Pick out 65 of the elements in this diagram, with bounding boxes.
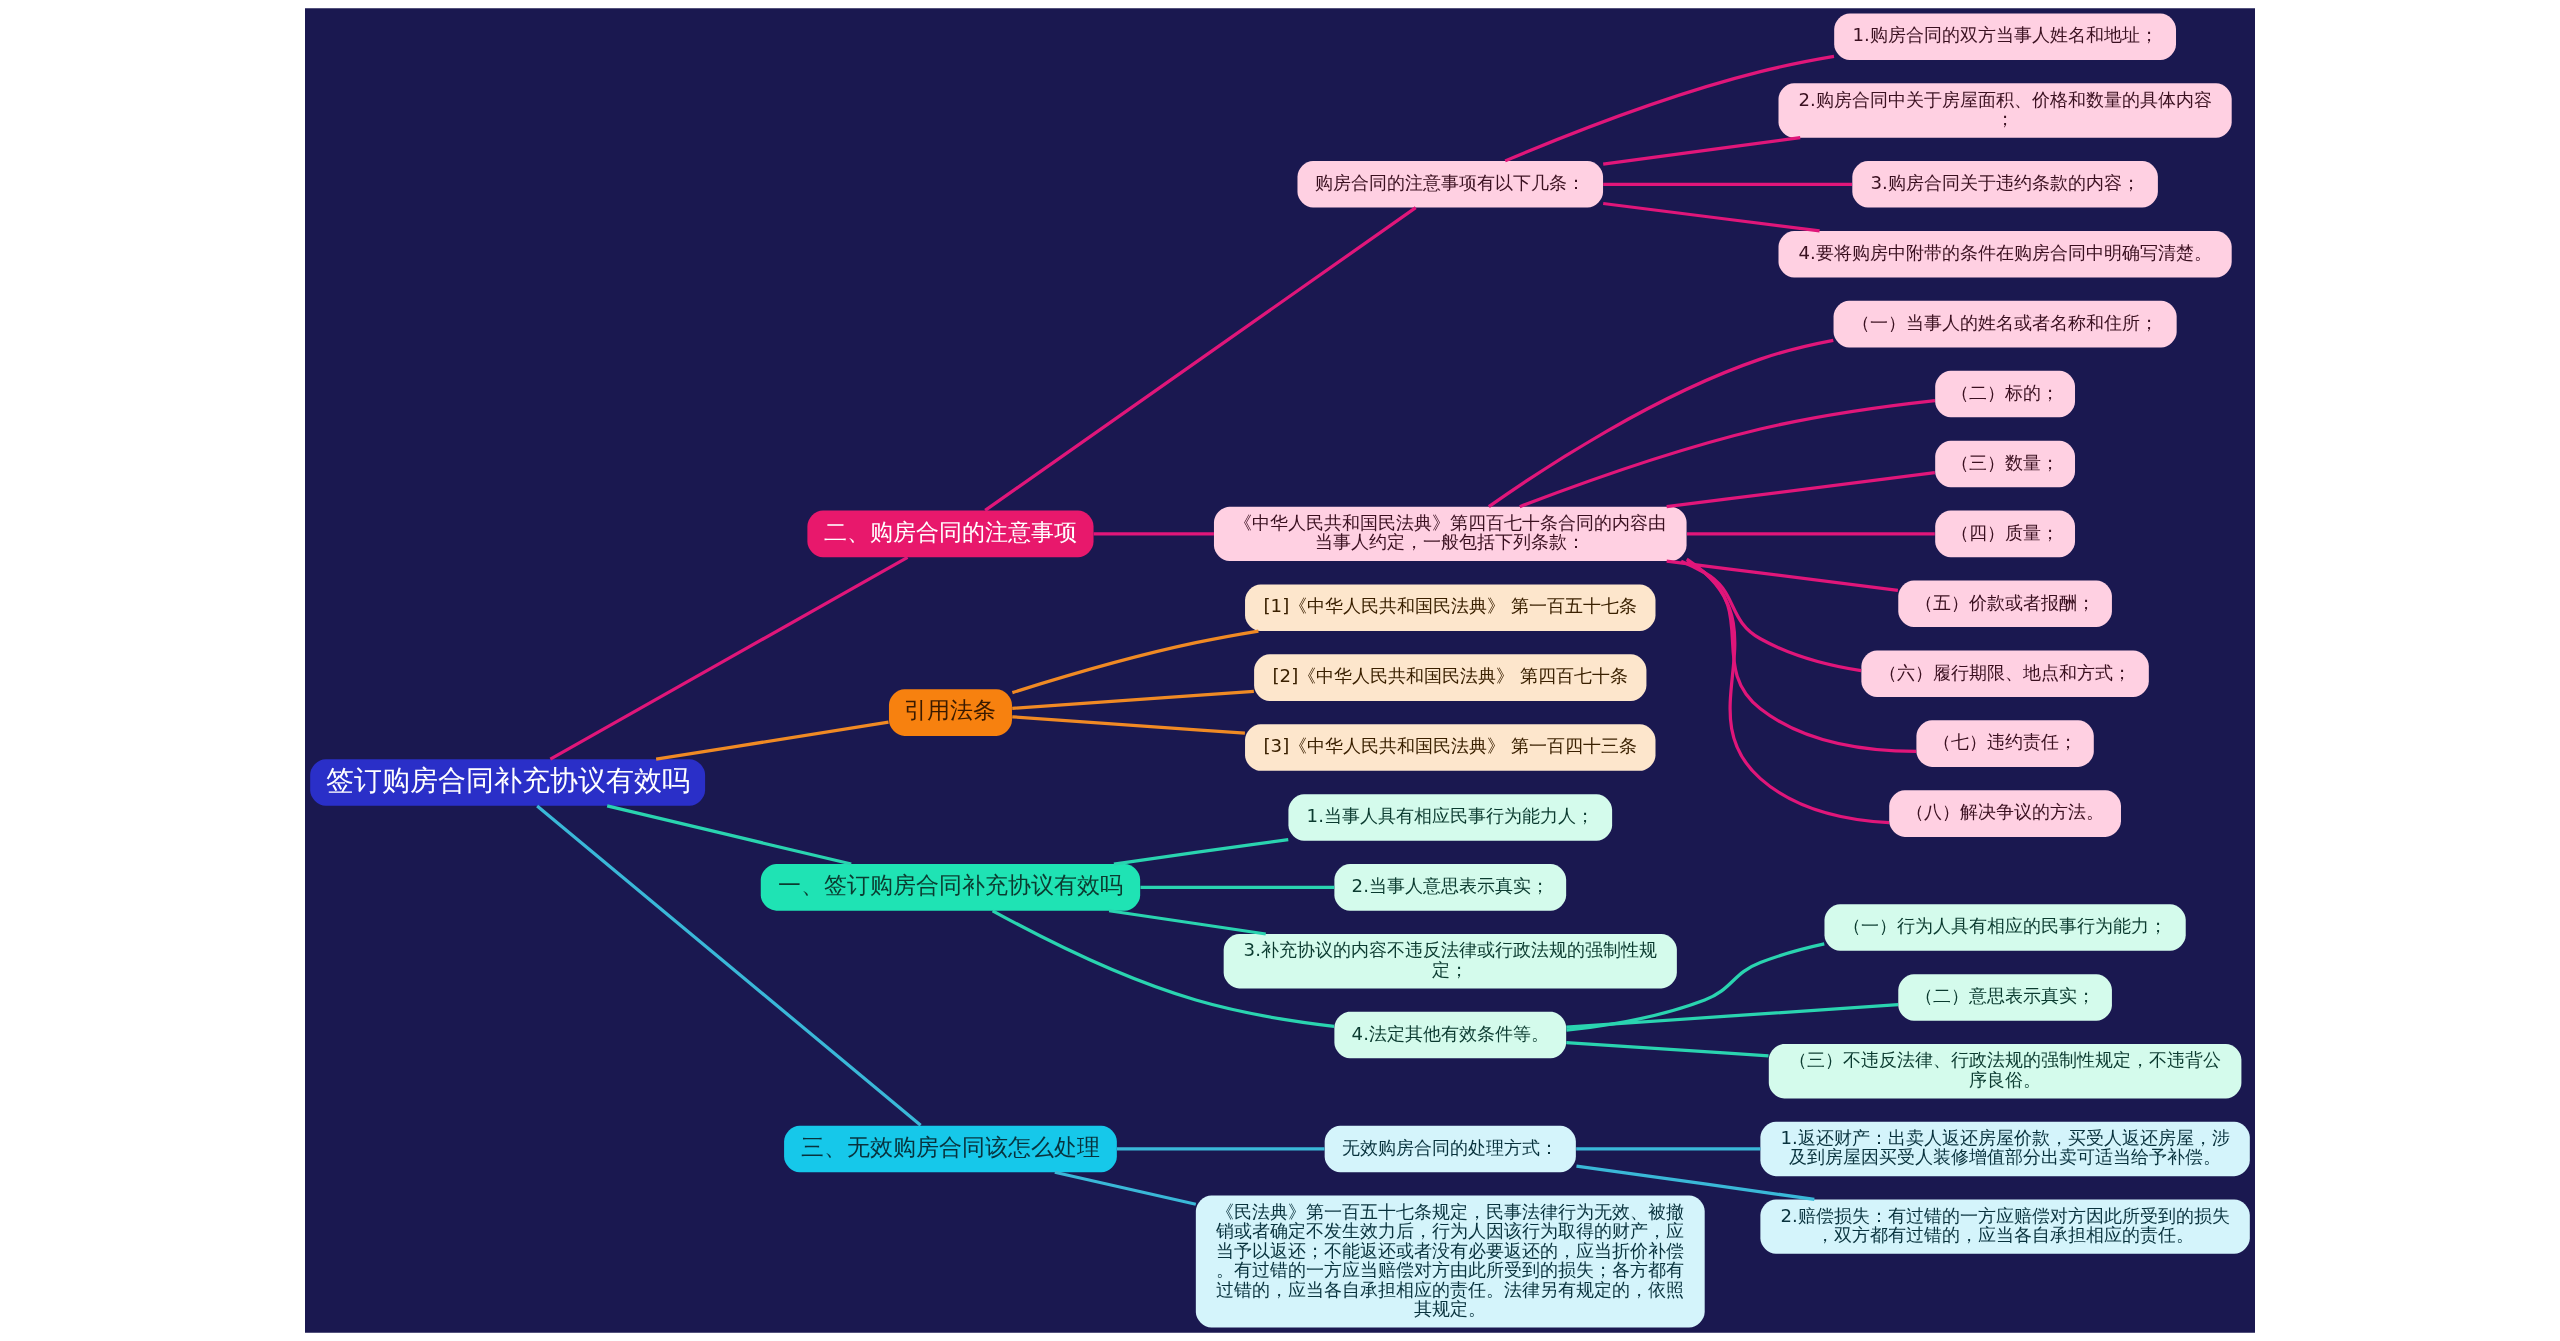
node-box: 1.购房合同的双方当事人姓名和地址； xyxy=(1834,13,2176,60)
connector xyxy=(1011,629,1259,695)
connector xyxy=(655,720,889,761)
connector xyxy=(549,556,909,761)
connector xyxy=(1117,1147,1325,1151)
node-box: 3.购房合同关于违约条款的内容； xyxy=(1852,161,2158,208)
connector xyxy=(1093,532,1214,536)
node-box: 1.当事人具有相应民事行为能力人； xyxy=(1288,794,1613,841)
connector xyxy=(606,804,852,866)
connector xyxy=(1566,1003,1899,1029)
node-box: [3]《中华人民共和国民法典》 第一百四十三条 xyxy=(1245,724,1656,771)
node-box: （七）违约责任； xyxy=(1916,720,2094,767)
node-box: （八）解决争议的方法。 xyxy=(1889,790,2121,837)
node-box: 《民法典》第一百五十七条规定，民事法律行为无效、被撤销或者确定不发生效力后，行为人因该行为取得的财产，应当予以返还；不能返还或者没有必要返还的，应当折价补偿。有过错的一方应当赔偿对方由此所受到的损失；各方都有过错的，应当各自承担相应的责任。法律另有规定的，依照其规定。 xyxy=(1195,1195,1705,1328)
connector xyxy=(1603,201,1820,233)
connector xyxy=(1603,182,1853,186)
node-box: （三）不违反法律、行政法规的强制性规定，不违背公序良俗。 xyxy=(1768,1044,2242,1099)
connector xyxy=(1012,715,1245,735)
node-box: [1]《中华人民共和国民法典》 第一百五十七条 xyxy=(1245,584,1656,631)
node-box: （一）当事人的姓名或者名称和住所； xyxy=(1833,300,2177,348)
connector xyxy=(1519,398,1936,509)
connector xyxy=(1487,338,1834,508)
node-box: 2.赔偿损失：有过错的一方应赔偿对方因此所受到的损失，双方都有过错的，应当各自承担相应的责任。 xyxy=(1760,1199,2250,1254)
connector xyxy=(1566,1040,1769,1058)
connector xyxy=(1576,1147,1761,1151)
node-box: （二）意思表示真实； xyxy=(1898,974,2112,1021)
node-box: 1.返还财产：出卖人返还房屋价款，买受人返还房屋，涉及到房屋因买受人装修增值部分出卖可适当给予补偿。 xyxy=(1760,1121,2250,1177)
connector xyxy=(984,206,1417,512)
connector xyxy=(1504,54,1835,163)
connector xyxy=(1012,689,1254,710)
node-box: （二）标的； xyxy=(1935,370,2075,418)
node-box: 3.补充协议的内容不违反法律或行政法规的强制性规定； xyxy=(1223,934,1677,989)
connector xyxy=(1113,837,1289,866)
node-box: 《中华人民共和国民法典》第四百七十条合同的内容由当事人约定，一般包括下列条款： xyxy=(1213,506,1687,562)
node-box: （四）质量； xyxy=(1935,510,2075,558)
connector xyxy=(1603,136,1801,166)
connector xyxy=(991,909,1335,1028)
node-box: 一、签订购房合同补充协议有效吗 xyxy=(760,864,1141,911)
connector xyxy=(1686,559,1917,753)
connector xyxy=(1680,559,1862,673)
node-box: （一）行为人具有相应的民事行为能力； xyxy=(1824,904,2186,951)
connector xyxy=(1566,942,1825,1032)
node-box: 引用法条 xyxy=(888,689,1012,736)
node-box: 4.要将购房中附带的条件在购房合同中明确写清楚。 xyxy=(1778,230,2232,278)
node-box: 签订购房合同补充协议有效吗 xyxy=(310,759,706,806)
connector xyxy=(1576,1164,1815,1202)
node-box: 购房合同的注意事项有以下几条： xyxy=(1297,161,1604,208)
connector xyxy=(1140,885,1335,889)
node-box: 三、无效购房合同该怎么处理 xyxy=(784,1125,1117,1173)
node-box: 2.当事人意思表示真实； xyxy=(1334,864,1567,911)
node-box: （五）价款或者报酬； xyxy=(1898,580,2112,628)
connector xyxy=(1685,557,1890,825)
connector xyxy=(1054,1170,1197,1206)
node-box: 2.购房合同中关于房屋面积、价格和数量的具体内容； xyxy=(1778,83,2232,138)
node-box: 4.法定其他有效条件等。 xyxy=(1334,1011,1567,1059)
node-box: 无效购房合同的处理方式： xyxy=(1324,1125,1576,1173)
node-box: [2]《中华人民共和国民法典》 第四百七十条 xyxy=(1254,654,1647,701)
node-box: （六）履行期限、地点和方式； xyxy=(1861,650,2149,698)
connector xyxy=(1666,559,1899,593)
connector xyxy=(1666,471,1936,509)
connector xyxy=(1686,532,1935,536)
node-box: （三）数量； xyxy=(1935,440,2075,488)
connector xyxy=(1108,909,1266,936)
connector xyxy=(536,804,922,1127)
node-box: 二、购房合同的注意事项 xyxy=(807,510,1094,558)
